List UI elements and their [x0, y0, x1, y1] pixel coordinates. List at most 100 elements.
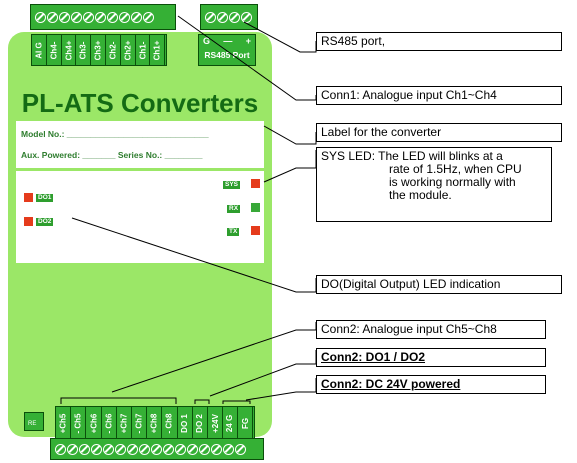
screw-icon [71, 11, 82, 23]
pin-label: +Ch5 [56, 407, 72, 439]
screw-icon [107, 11, 118, 23]
screw-icon [235, 443, 246, 455]
screw-icon [143, 11, 154, 23]
conn2-ai-leader [111, 322, 317, 393]
pin-label: 24 G [223, 407, 239, 439]
screw-icon [95, 11, 106, 23]
screw-icon [67, 443, 78, 455]
pin-label: AI G [32, 35, 47, 65]
converter-label: Model No.: _____________________________… [16, 121, 264, 168]
rs485-pin-g: G [203, 36, 211, 46]
screw-icon [229, 11, 240, 23]
screw-icon [139, 443, 150, 455]
screw-icon [59, 11, 70, 23]
pin-label: - Ch6 [102, 407, 117, 439]
screw-icon [211, 443, 222, 455]
screw-icon [47, 11, 58, 23]
do2-led [23, 216, 34, 227]
label-leader [263, 125, 317, 145]
do-leader [71, 217, 317, 293]
screw-icon [241, 11, 252, 23]
aux-series-line: Aux. Powered: _______ Series No.: ______… [21, 150, 203, 160]
conn2-do-leader [209, 350, 317, 397]
do1-tag: DO1 [36, 194, 54, 202]
screw-icon [205, 11, 216, 23]
screw-icon [151, 443, 162, 455]
pin-label: FG [238, 407, 254, 439]
screw-icon [83, 11, 94, 23]
conn2-do-bracket [194, 399, 210, 404]
pin-label: +24V [208, 407, 224, 439]
pin-label: - Ch8 [162, 407, 178, 439]
conn2-dc-bracket [222, 400, 251, 404]
indicator-square: RE [24, 412, 44, 431]
screw-icon [199, 443, 210, 455]
rs485-leader [243, 21, 317, 53]
label-callout: Label for the converter [316, 123, 562, 142]
rs485-pin-minus: — [223, 36, 233, 46]
rs485-terminal-screws [200, 4, 258, 30]
pin-label: Ch4- [47, 35, 62, 65]
conn2-do-callout: Conn2: DO1 / DO2 [316, 348, 546, 367]
rx-led [250, 202, 261, 213]
pin-label: Ch3+ [91, 35, 106, 65]
sys-led-text-line1: SYS LED: The LED will blinks at a [321, 149, 503, 163]
pin-label: - Ch5 [71, 407, 87, 439]
pin-label: +Ch7 [117, 407, 132, 439]
screw-icon [35, 11, 46, 23]
pin-label: - Ch7 [132, 407, 148, 439]
pin-label: +Ch6 [86, 407, 102, 439]
conn1-terminal-screws [30, 4, 176, 30]
sys-leader [263, 150, 317, 183]
screw-icon [55, 443, 66, 455]
pin-label: DO 1 [178, 407, 193, 439]
pin-label: Ch4+ [62, 35, 77, 65]
sys-led-text-line2: rate of 1.5Hz, when CPU [389, 162, 522, 176]
screw-icon [187, 443, 198, 455]
screw-icon [223, 443, 234, 455]
screw-icon [79, 443, 90, 455]
pin-label: DO 2 [193, 407, 208, 439]
conn1-callout: Conn1: Analogue input Ch1~Ch4 [316, 86, 562, 105]
screw-icon [217, 11, 228, 23]
conn1-leader [177, 15, 317, 101]
screw-icon [175, 443, 186, 455]
pin-label: Ch2- [106, 35, 121, 65]
pin-label: Ch1- [136, 35, 151, 65]
conn2-ai-bracket [60, 397, 177, 404]
sys-led-callout: SYS LED: The LED will blinks at a rate o… [316, 147, 552, 222]
pin-label: Ch1+ [150, 35, 166, 65]
sys-led-text-line4: the module. [389, 188, 452, 202]
screw-icon [119, 11, 130, 23]
sys-led-text-line3: is working normally with [389, 175, 516, 189]
rs485-pin-plus: + [245, 36, 251, 46]
screw-icon [115, 443, 126, 455]
screw-icon [131, 11, 142, 23]
do2-tag: DO2 [36, 218, 54, 226]
do-led-callout: DO(Digital Output) LED indication [316, 275, 562, 294]
screw-icon [127, 443, 138, 455]
tx-tag: TX [227, 228, 240, 236]
rs485-pin-labels: G — + RS485 Port [198, 34, 256, 66]
conn2-ai-callout: Conn2: Analogue input Ch5~Ch8 [316, 320, 546, 339]
rs485-port-label: RS485 Port [204, 50, 250, 60]
screw-icon [163, 443, 174, 455]
module-title: PL-ATS Converters [21, 88, 259, 118]
pin-label: +Ch8 [147, 407, 163, 439]
conn2-dc-leader [245, 378, 317, 401]
conn2-dc-callout: Conn2: DC 24V powered [316, 375, 546, 394]
screw-icon [103, 443, 114, 455]
indicator-square-text: RE [28, 421, 37, 427]
pin-label: Ch2+ [121, 35, 136, 65]
rx-tag: RX [227, 205, 241, 213]
tx-led [250, 225, 261, 236]
sys-led [250, 178, 261, 189]
sys-tag: SYS [223, 181, 241, 189]
screw-icon [91, 443, 102, 455]
conn2-terminal-screws [50, 438, 264, 460]
model-number-line: Model No.: _____________________________… [21, 129, 209, 139]
do1-led [23, 192, 34, 203]
led-panel: DO1 DO2 SYS RX TX [16, 171, 264, 263]
